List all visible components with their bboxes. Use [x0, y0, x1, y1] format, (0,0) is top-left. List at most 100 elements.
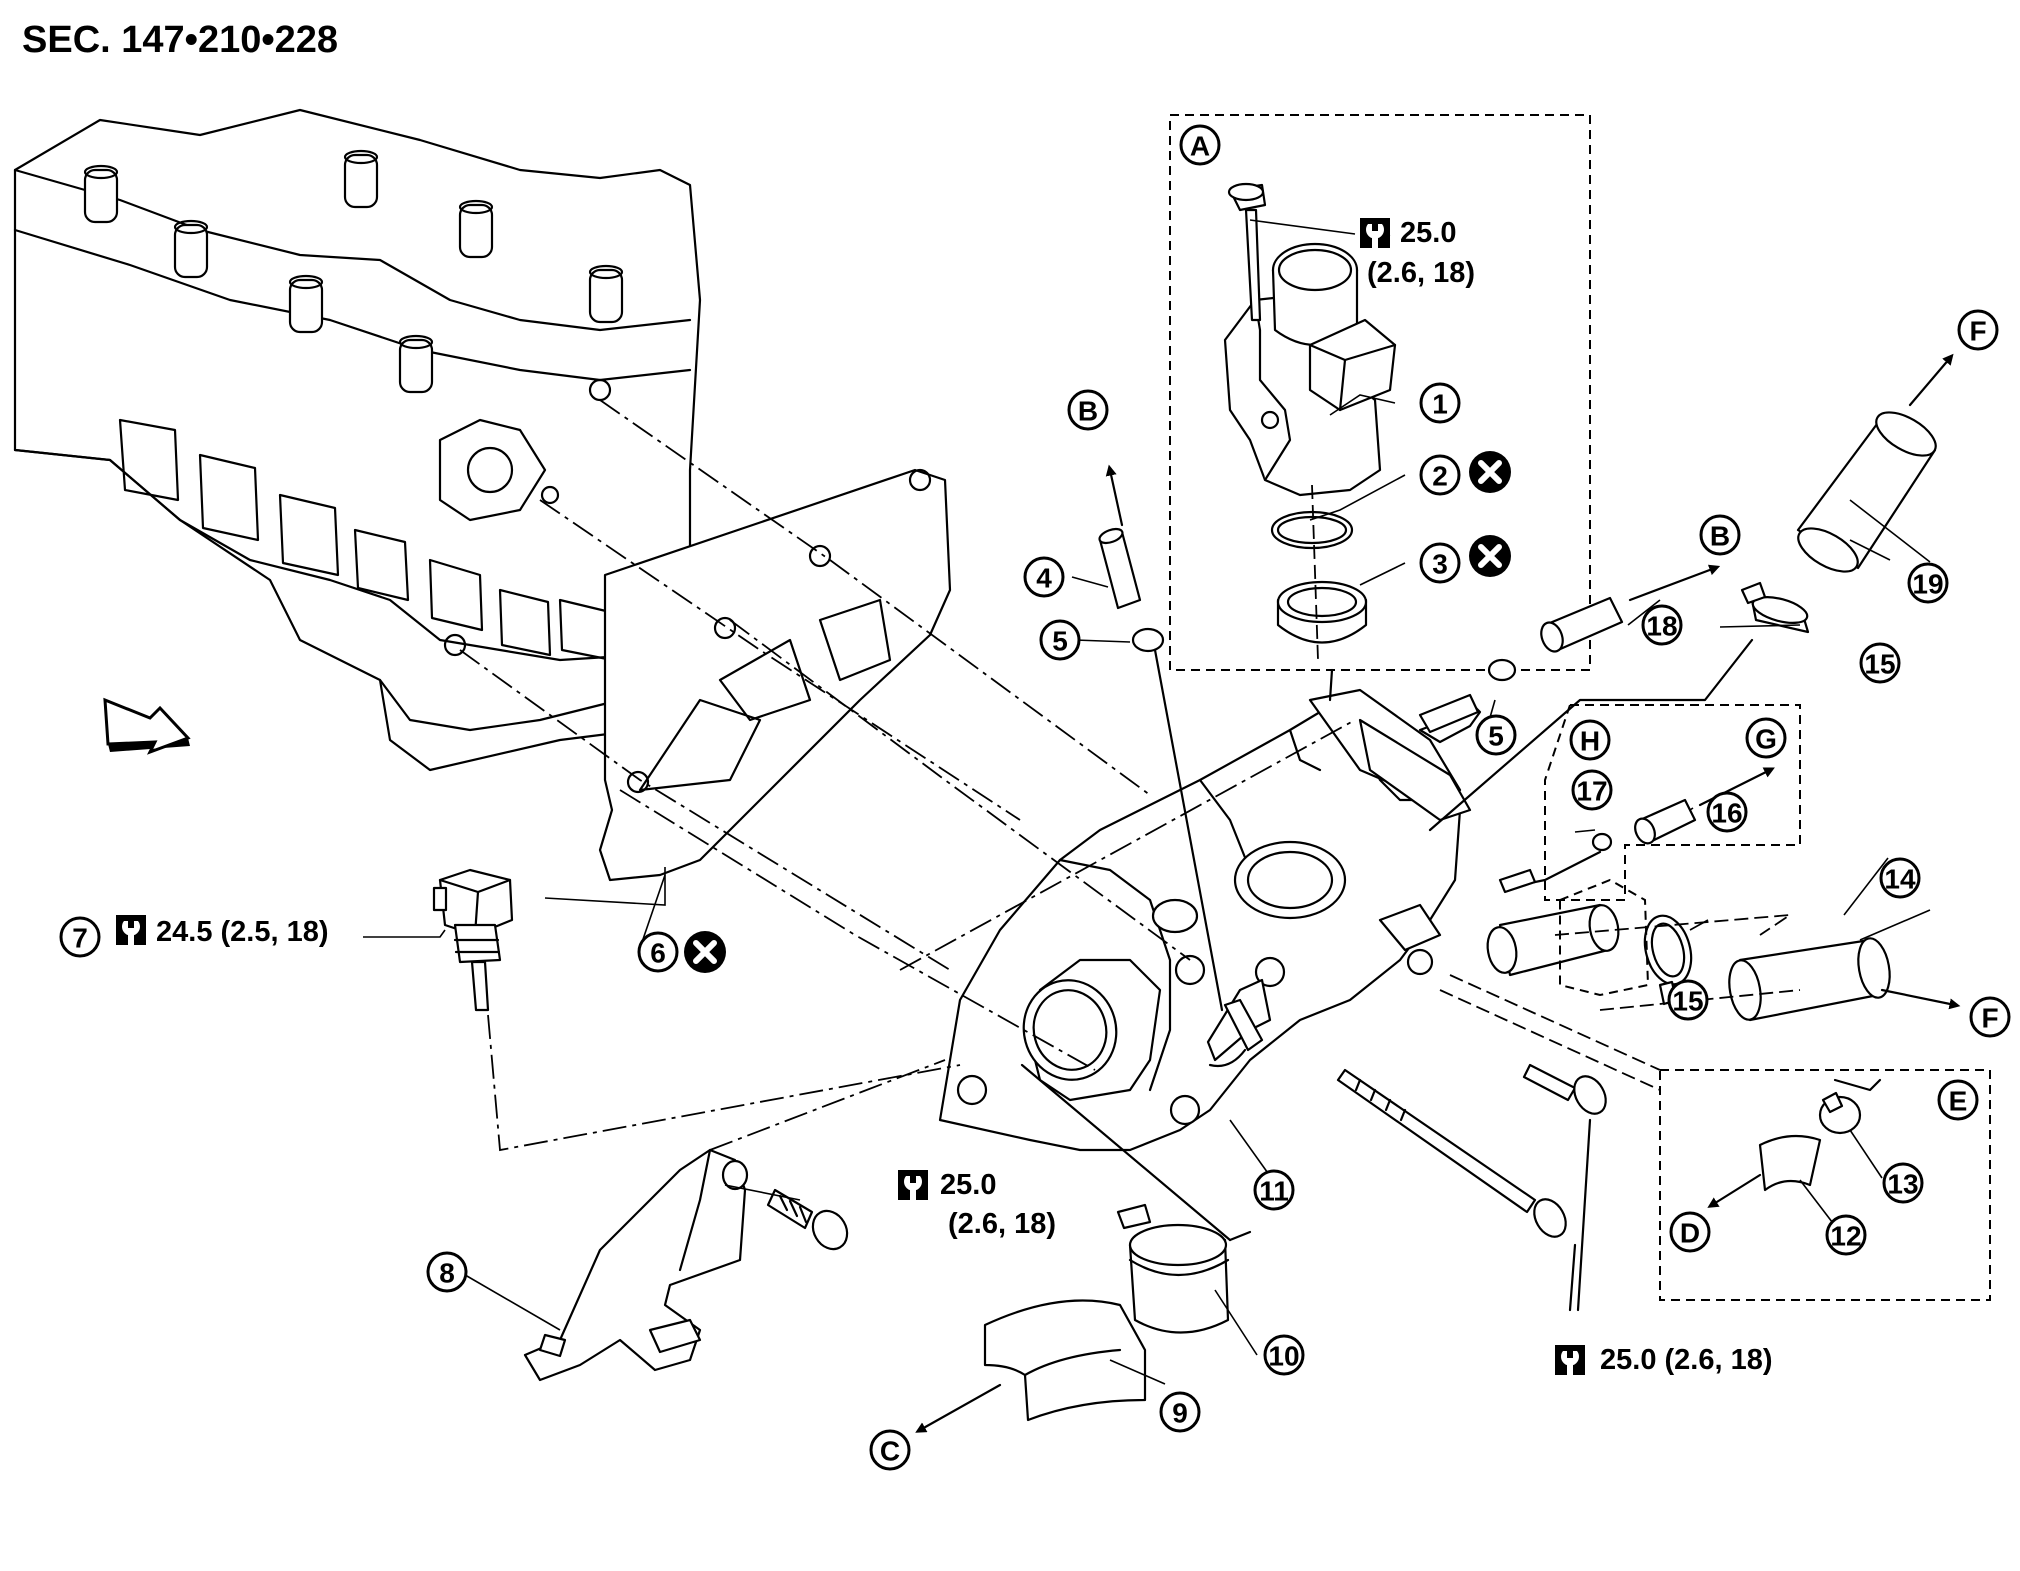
- part-callout-label: 5: [1488, 721, 1504, 752]
- connection-callout-label: F: [1981, 1003, 1998, 1034]
- sub-assembly-box-e: [1659, 1069, 1991, 1301]
- part-callout: [1039, 619, 1081, 661]
- torque-value-housing-bolts: 25.0 (2.6, 18): [1600, 1344, 1773, 1376]
- connection-callout-label: B: [1078, 396, 1098, 427]
- connection-callout: [1957, 309, 1999, 351]
- part-callout: [1667, 979, 1709, 1021]
- part-callout-label: 11: [1259, 1176, 1289, 1207]
- seal-ring: [1276, 580, 1368, 644]
- part-callout: [59, 916, 101, 958]
- clamp-15-a: [1740, 581, 1810, 634]
- harness-bracket: [523, 1148, 749, 1382]
- water-temperature-sensor: [432, 868, 514, 1012]
- clamp-17: [1591, 832, 1613, 852]
- part-callout-label: 7: [72, 923, 88, 954]
- part-callout: [1023, 556, 1065, 598]
- torque-value-thermostat: 25.0: [1400, 217, 1456, 249]
- section-title: SEC. 147•210•228: [22, 19, 338, 61]
- cylinder-head: [13, 108, 702, 772]
- part-callout-label: 16: [1711, 798, 1742, 829]
- part-callout: [1263, 1334, 1305, 1376]
- connection-callout-label: F: [1969, 316, 1986, 347]
- long-bolt: [1336, 1068, 1567, 1238]
- part-callout-label: 9: [1172, 1398, 1188, 1429]
- part-callout: [637, 931, 679, 973]
- housing-pipe: [1486, 903, 1620, 977]
- part-callout-label: 13: [1887, 1169, 1918, 1200]
- hose-14: [1728, 937, 1891, 1022]
- connection-callout: [1745, 717, 1787, 759]
- arrow-to-f-1: [1908, 353, 1954, 407]
- alignment-lines: [459, 399, 1356, 1071]
- connection-callout-label: E: [1949, 1086, 1968, 1117]
- torque-value-sensor: 24.5 (2.5, 18): [156, 916, 329, 948]
- torque-sub-thermostat: (2.6, 18): [1367, 257, 1475, 289]
- connection-callout: [1179, 124, 1221, 166]
- bolt-8: [766, 1188, 849, 1251]
- sub-assembly-box-a: [1169, 114, 1591, 671]
- connection-callout: [1569, 719, 1611, 761]
- part-callout-label: 4: [1036, 563, 1052, 594]
- clamp-5-a: [1131, 627, 1165, 653]
- connection-callout-label: D: [1680, 1218, 1700, 1249]
- connection-callout-label: H: [1580, 726, 1600, 757]
- torque-wrench-icon: [1555, 1345, 1585, 1375]
- arrow-to-f-2: [1880, 988, 1961, 1010]
- part-callout: [1706, 791, 1748, 833]
- do-not-reuse-x-icon: [1469, 535, 1511, 577]
- connection-callout: [1969, 996, 2011, 1038]
- hose-4: [1098, 527, 1142, 610]
- part-callout-label: 5: [1052, 626, 1068, 657]
- engine-front-arrow-icon: [103, 697, 191, 755]
- part-callout-label: 10: [1268, 1341, 1299, 1372]
- torque-wrench-icon: [1360, 218, 1390, 248]
- part-callout-label: 15: [1864, 649, 1895, 680]
- arrow-to-b-1: [1105, 464, 1124, 527]
- part-callout-label: 17: [1576, 776, 1607, 807]
- part-callout: [1641, 604, 1683, 646]
- part-callout: [1475, 714, 1517, 756]
- connection-callout-label: B: [1710, 521, 1730, 552]
- callouts: [363, 219, 1931, 1385]
- hose-9: [983, 1299, 1147, 1422]
- electronic-thermostat: [1223, 182, 1397, 497]
- sub-assembly-box-h: [1544, 704, 1801, 901]
- torque-value-bracket: 25.0: [940, 1169, 996, 1201]
- part-callout-label: 15: [1672, 986, 1703, 1017]
- part-callout-label: 14: [1884, 864, 1916, 895]
- connection-callout-label: C: [880, 1436, 900, 1467]
- connection-callout: [1067, 389, 1109, 431]
- water-outlet-housing: [938, 688, 1482, 1152]
- part-callout: [1571, 769, 1613, 811]
- clamp-10: [1116, 1203, 1230, 1334]
- part-callout-label: 8: [439, 1258, 455, 1289]
- part-callout: [1419, 382, 1461, 424]
- part-callout-label: 1: [1432, 389, 1448, 420]
- torque-sub-bracket: (2.6, 18): [948, 1208, 1056, 1240]
- hose-19: [1796, 411, 1937, 573]
- part-callout-label: 12: [1830, 1221, 1861, 1252]
- box-14-outline: [1559, 878, 1650, 997]
- hose-12: [1758, 1134, 1822, 1192]
- connection-callout: [1937, 1079, 1979, 1121]
- part-callout: [1882, 1162, 1924, 1204]
- connection-callout: [1699, 514, 1741, 556]
- hose-16: [1634, 798, 1697, 845]
- do-not-reuse-x-icon: [684, 931, 726, 973]
- connection-callout-label: A: [1190, 131, 1210, 162]
- part-callout: [1907, 562, 1949, 604]
- part-callout-label: 19: [1912, 569, 1943, 600]
- part-callout: [1159, 1391, 1201, 1433]
- arrow-to-b-2: [1628, 564, 1721, 602]
- part-callout-label: 3: [1432, 549, 1448, 580]
- part-callout: [1419, 542, 1461, 584]
- part-callout: [1879, 857, 1921, 899]
- part-callout: [426, 1251, 468, 1293]
- part-callout: [1419, 454, 1461, 496]
- part-callout-label: 18: [1646, 611, 1677, 642]
- part-callout-label: 6: [650, 938, 666, 969]
- connection-callout: [1669, 1211, 1711, 1253]
- clamp-5-b: [1487, 658, 1517, 682]
- connection-callout-label: G: [1755, 724, 1777, 755]
